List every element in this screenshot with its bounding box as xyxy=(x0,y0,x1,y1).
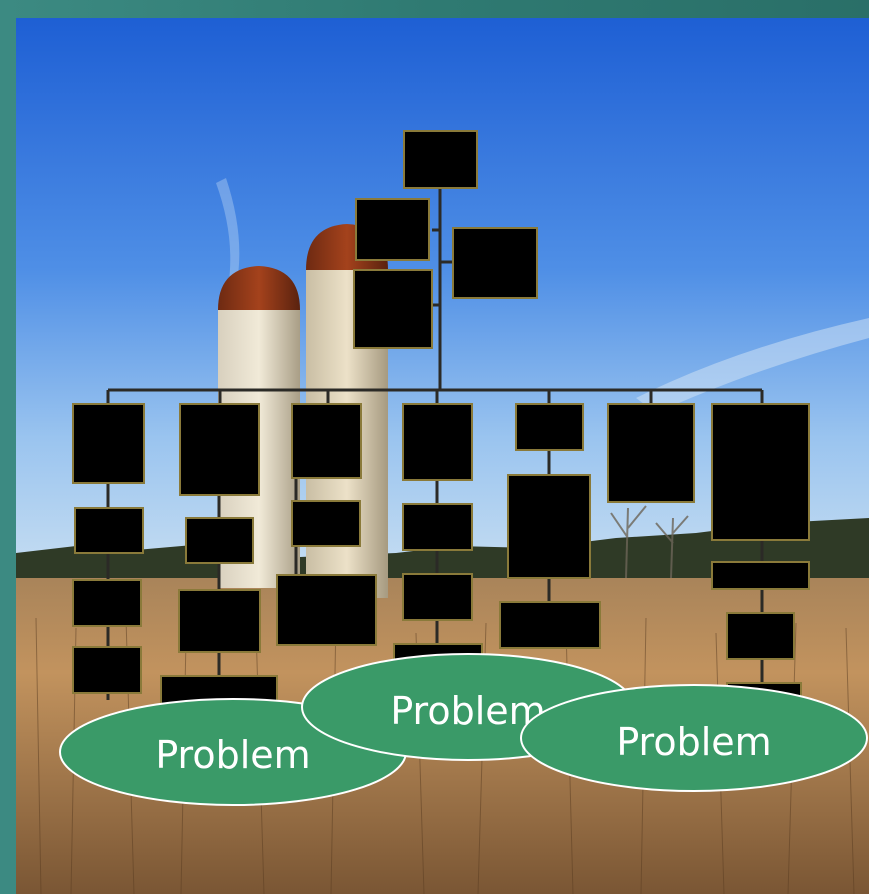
org-box xyxy=(292,501,360,546)
bubble-label: Problem xyxy=(390,689,545,733)
org-box xyxy=(277,575,376,645)
problem-bubble-3: Problem xyxy=(521,685,867,791)
org-box xyxy=(75,508,143,553)
org-box xyxy=(712,562,809,589)
org-box xyxy=(356,199,429,260)
org-box xyxy=(727,613,794,659)
org-box xyxy=(179,590,260,652)
org-box xyxy=(73,580,141,626)
org-box xyxy=(508,475,590,578)
org-box xyxy=(186,518,253,563)
org-box xyxy=(292,404,361,478)
org-box xyxy=(712,404,809,540)
org-box xyxy=(354,270,432,348)
org-box xyxy=(404,131,477,188)
org-box xyxy=(73,647,141,693)
org-box xyxy=(608,404,694,502)
bubble-label: Problem xyxy=(616,720,771,764)
org-box xyxy=(516,404,583,450)
org-box xyxy=(453,228,537,298)
org-box xyxy=(403,504,472,550)
org-box xyxy=(180,404,259,495)
bubble-label: Problem xyxy=(155,733,310,777)
org-box xyxy=(403,404,472,480)
org-box xyxy=(73,404,144,483)
org-box xyxy=(403,574,472,620)
org-box xyxy=(500,602,600,648)
